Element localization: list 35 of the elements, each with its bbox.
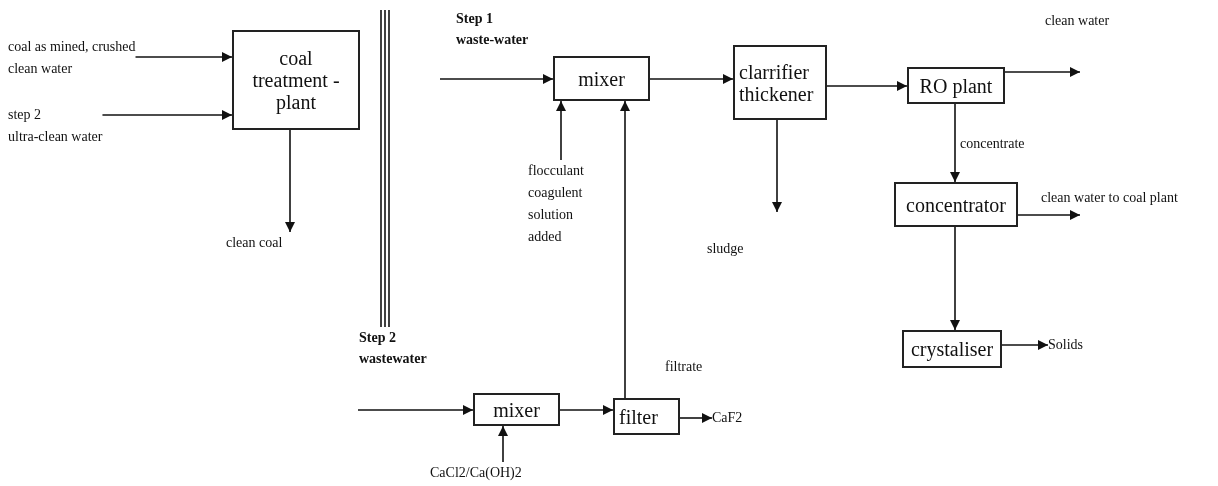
label-text: clean water [8, 60, 74, 78]
process-box: RO plant [907, 67, 1005, 104]
process-box: concentrator [894, 182, 1018, 227]
label-text: coal as mined, crushed [8, 38, 136, 56]
flow-arrow [1001, 340, 1049, 350]
flow-arrow [498, 425, 508, 463]
output-label: CaF2 [712, 407, 743, 429]
flow-arrow [950, 226, 960, 331]
flow-arrow [950, 103, 960, 183]
input-label: flocculant coagulent solution added [528, 160, 603, 248]
flow-arrow [357, 405, 474, 415]
flow-arrow [556, 100, 566, 161]
label-text: ultra-clean water [8, 128, 103, 146]
flow-arrow [1004, 67, 1081, 77]
flow-arrow [559, 405, 614, 415]
flow-arrow [772, 119, 782, 213]
flow-arrow [649, 74, 734, 84]
flow-arrow [679, 413, 713, 423]
process-box: filter [613, 398, 680, 435]
process-box: crystaliser [902, 330, 1002, 368]
flow-arrow [620, 100, 630, 399]
output-label: clean coal [226, 232, 283, 254]
input-label: CaCl2/Ca(OH)2 [430, 462, 522, 484]
flow-arrow [101, 110, 233, 120]
process-box: coal treatment - plant [232, 30, 360, 130]
flow-arrow [285, 129, 295, 233]
flow-arrow [134, 52, 233, 62]
process-box: mixer [553, 56, 650, 101]
label-text: step 2 [8, 106, 43, 124]
output-label: Solids [1048, 334, 1083, 356]
process-box: clarrifier thickener [733, 45, 827, 120]
flow-arrow [439, 74, 554, 84]
flow-arrow [826, 81, 908, 91]
process-box: mixer [473, 393, 560, 426]
flow-arrow [1017, 210, 1081, 220]
